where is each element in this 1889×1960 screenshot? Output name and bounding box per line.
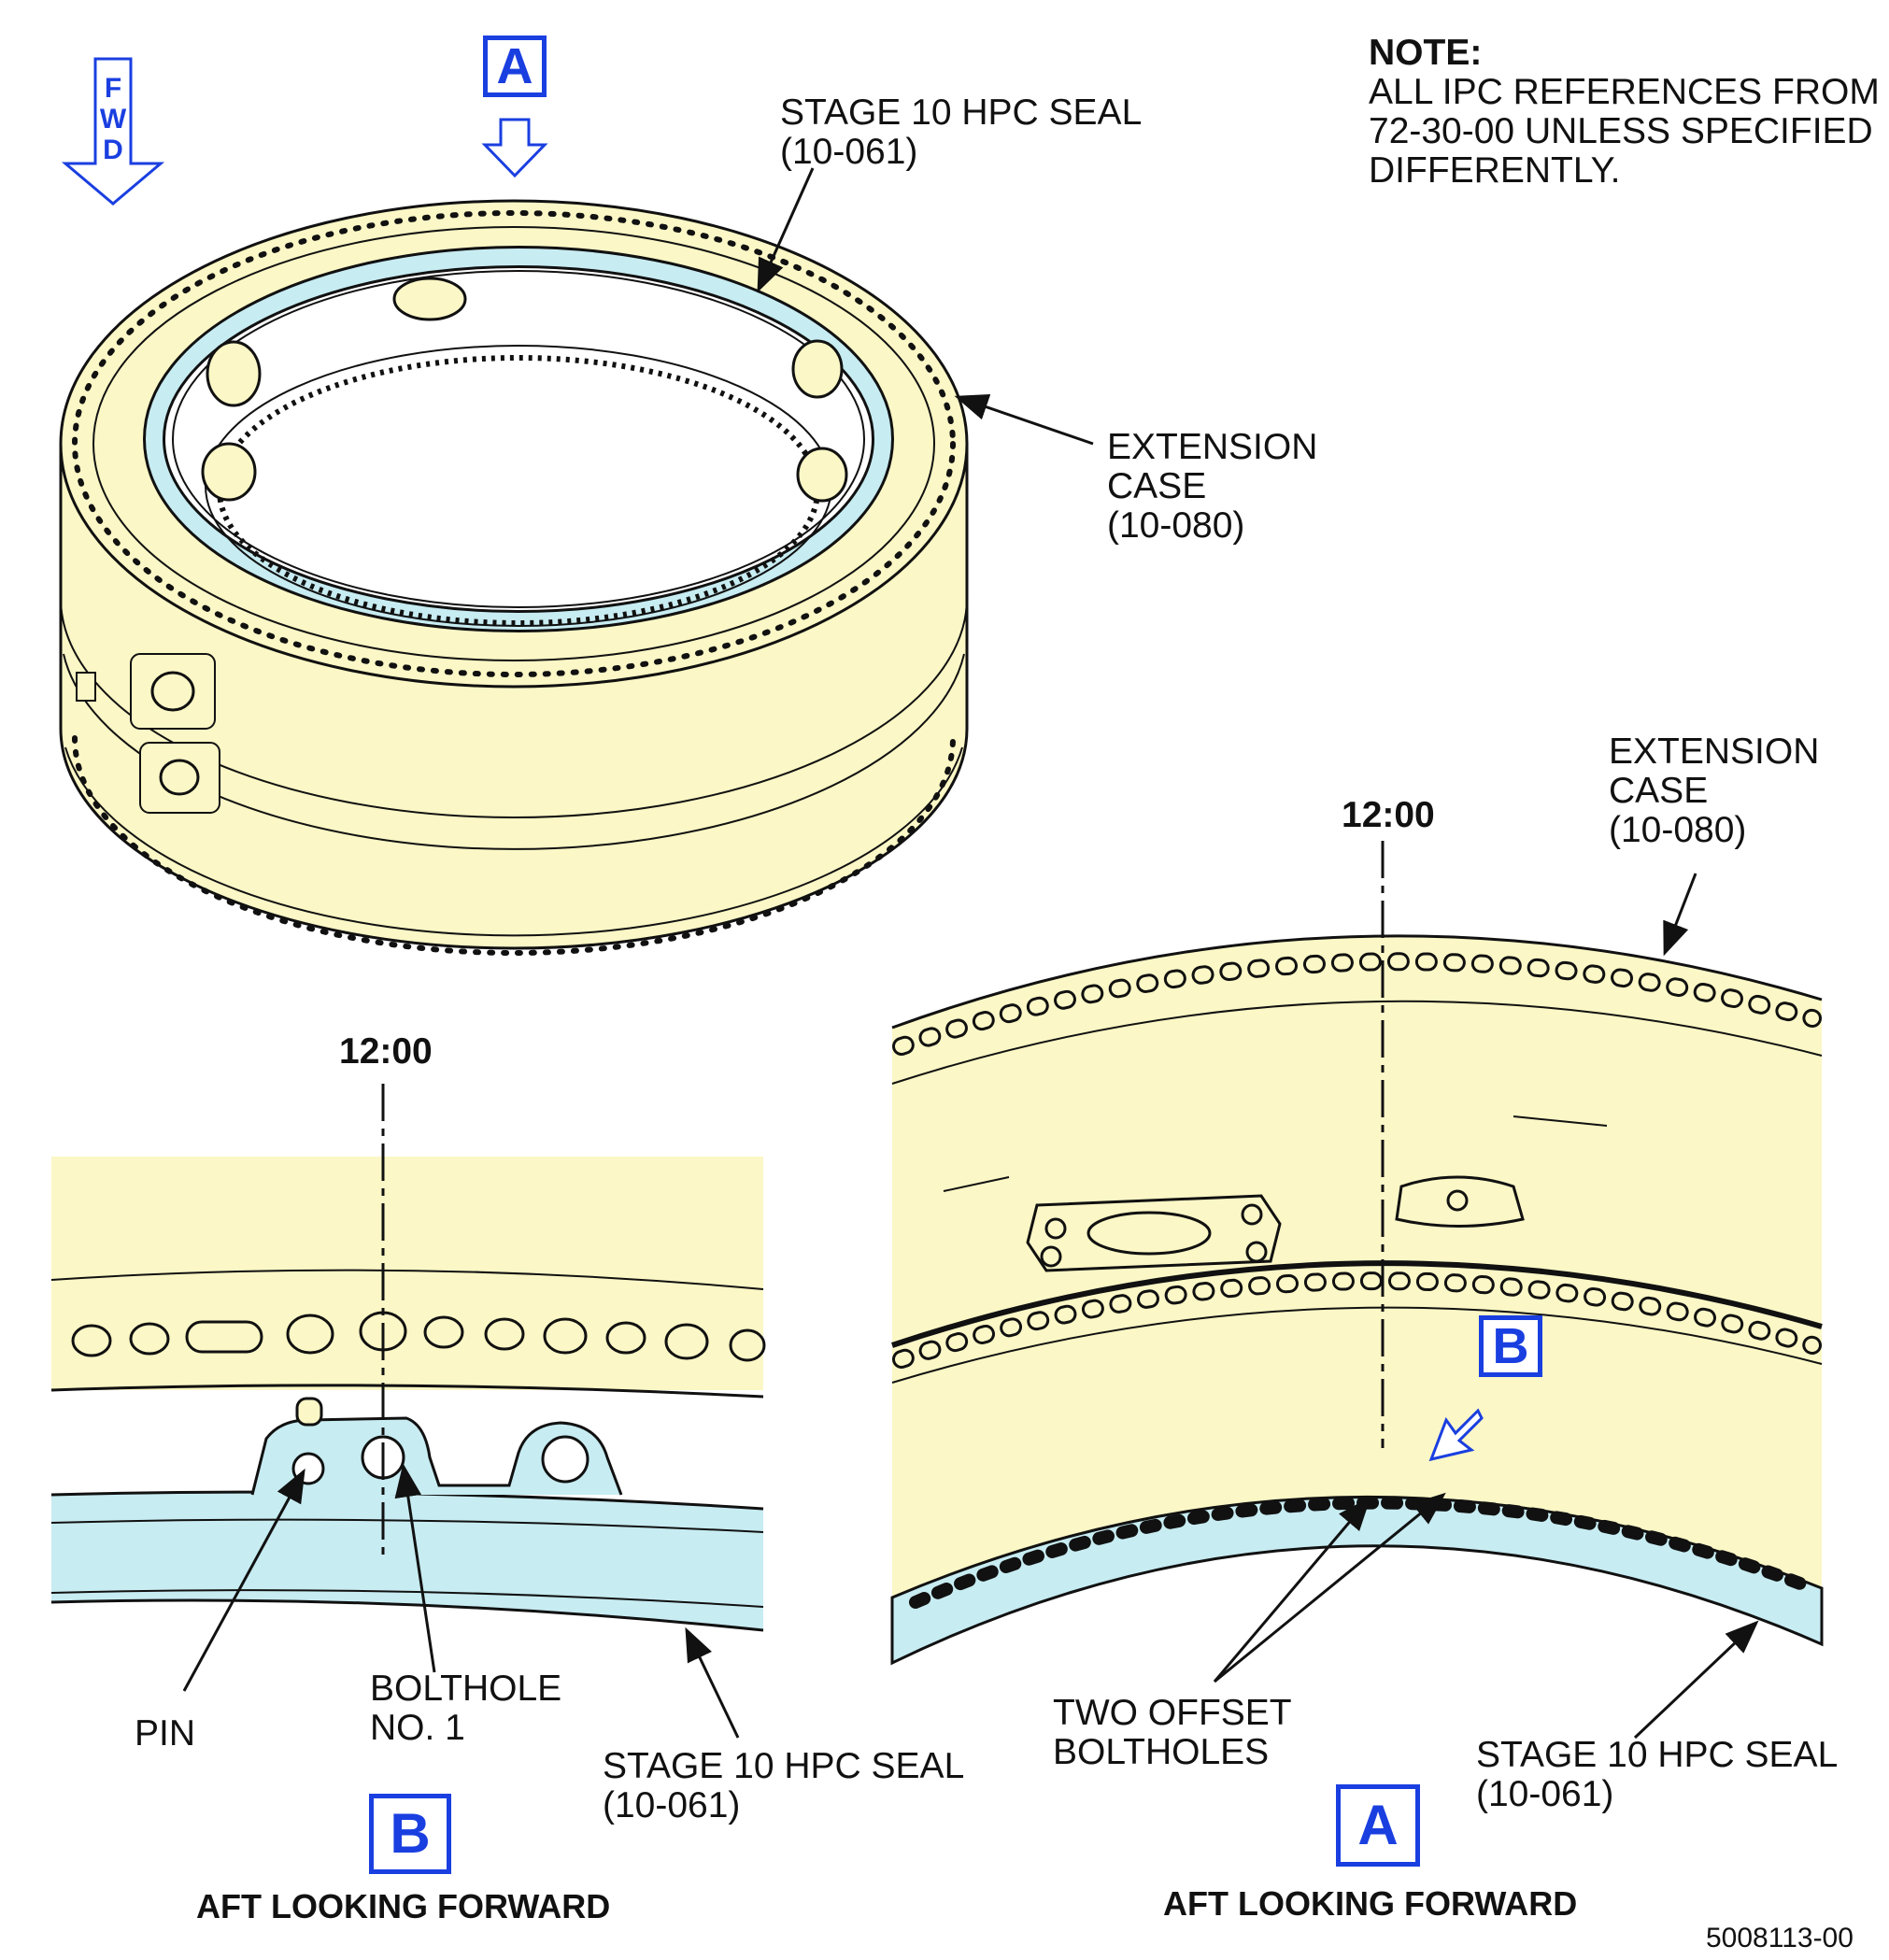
view-a-arrow (481, 118, 548, 178)
view-b-label-detail: B (1479, 1315, 1542, 1377)
callout-offset-boltholes: TWO OFFSET BOLTHOLES (1053, 1693, 1292, 1772)
figure-number: 5008113-00 (1706, 1923, 1853, 1953)
callout-seal-top: STAGE 10 HPC SEAL (10-061) (780, 92, 1143, 172)
clock-label-left: 12:00 (339, 1031, 433, 1072)
note: NOTE: ALL IPC REFERENCES FROM 72-30-00 U… (1369, 33, 1880, 191)
clock-label-right: 12:00 (1342, 795, 1435, 835)
view-b-label-bottom: B (369, 1794, 451, 1874)
callout-case-top: EXTENSION CASE (10-080) (1107, 427, 1318, 546)
view-a-label-top: A (483, 36, 547, 97)
extension-case-isometric (59, 199, 969, 956)
fwd-arrow (61, 57, 165, 206)
callout-pin: PIN (135, 1713, 196, 1754)
view-a-label-bottom: A (1336, 1784, 1420, 1867)
seal-lugs (250, 1416, 623, 1496)
detail-b (50, 1084, 766, 1632)
leader-lines (182, 167, 1759, 1740)
callout-seal-left: STAGE 10 HPC SEAL (10-061) (603, 1746, 965, 1825)
case-segment-a (892, 935, 1822, 1654)
note-heading: NOTE: (1369, 33, 1483, 73)
seal-segment-b (51, 1492, 763, 1630)
view-b-arrow (1428, 1408, 1484, 1462)
view-caption-right: AFT LOOKING FORWARD (1163, 1884, 1578, 1923)
callout-case-right: EXTENSION CASE (10-080) (1609, 731, 1820, 850)
fwd-label: F W D (99, 73, 127, 165)
callout-seal-right: STAGE 10 HPC SEAL (10-061) (1476, 1735, 1839, 1814)
callout-bolthole: BOLTHOLE NO. 1 (370, 1669, 562, 1748)
detail-a (890, 841, 1824, 1666)
view-caption-left: AFT LOOKING FORWARD (196, 1887, 611, 1925)
